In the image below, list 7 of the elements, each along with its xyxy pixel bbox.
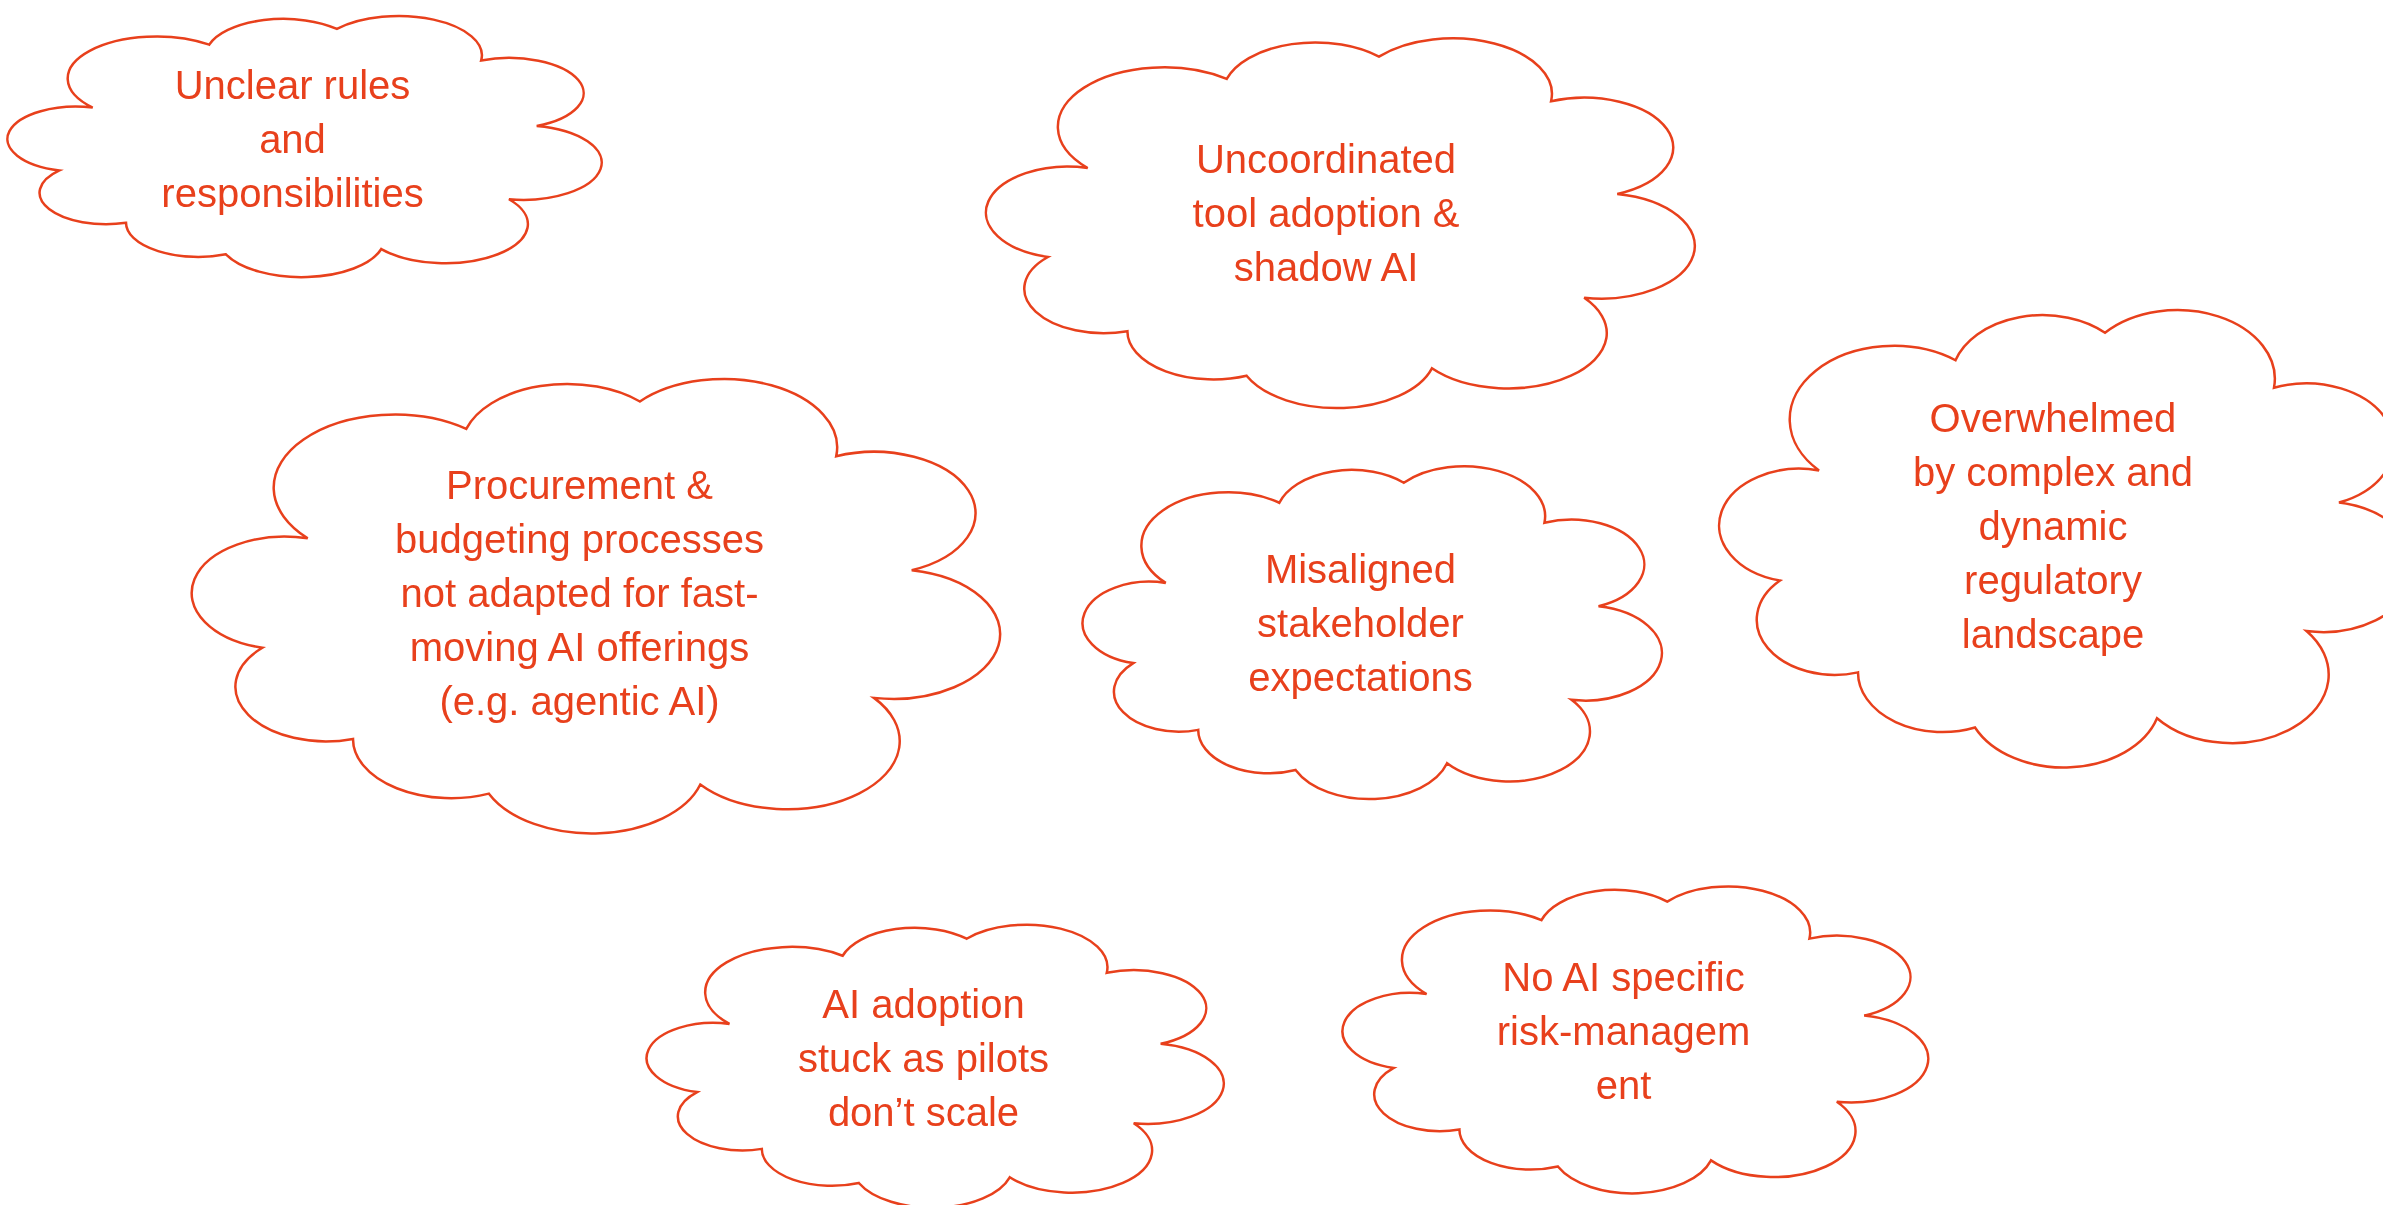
- cloud-text: AI adoption stuck as pilots don’t scale: [796, 981, 1051, 1136]
- cloud-text: Procurement & budgeting processes not adapted for fast-moving AI offerings (e.g. agentic AI): [393, 462, 766, 725]
- cloud-text: Uncoordinated tool adoption & shadow AI: [1191, 135, 1461, 291]
- cloud-text: Overwhelmed by complex and dynamic regulatory landscape: [1911, 394, 2195, 658]
- cloud-text: No AI specific risk-managem ent: [1495, 954, 1752, 1109]
- cloud-text: Unclear rules and responsibilities: [160, 62, 425, 217]
- cloud-text: Misaligned stakeholder expectations: [1247, 546, 1474, 701]
